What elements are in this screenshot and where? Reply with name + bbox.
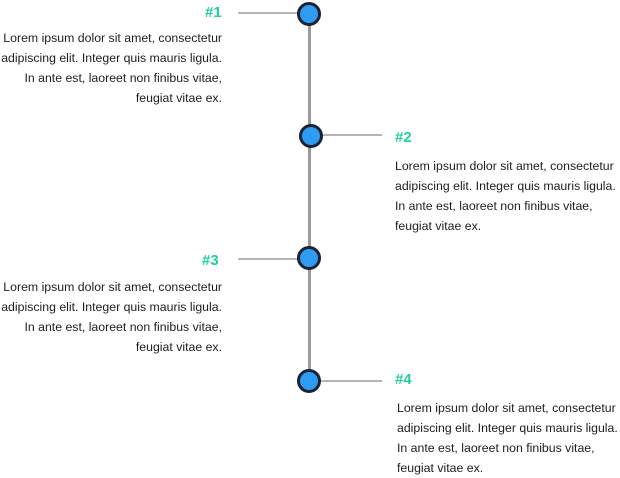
connector-line: [238, 258, 310, 260]
entry-number: #3: [202, 252, 219, 269]
timeline-node: [297, 2, 321, 26]
timeline-node: [297, 246, 321, 270]
entry-number: #1: [205, 4, 222, 21]
timeline-vertical-line: [308, 14, 311, 381]
entry-description: Lorem ipsum dolor sit amet, consectetur …: [397, 401, 618, 475]
connector-line: [310, 380, 382, 382]
entry-number: #4: [395, 371, 412, 388]
entry-number: #2: [395, 129, 412, 146]
timeline-node: [297, 369, 321, 393]
entry-description: Lorem ipsum dolor sit amet, consectetur …: [1, 280, 222, 354]
entry-description: Lorem ipsum dolor sit amet, consectetur …: [395, 159, 616, 233]
connector-line: [310, 134, 382, 136]
connector-line: [238, 12, 310, 14]
timeline-node: [299, 124, 323, 148]
entry-description: Lorem ipsum dolor sit amet, consectetur …: [1, 31, 222, 105]
